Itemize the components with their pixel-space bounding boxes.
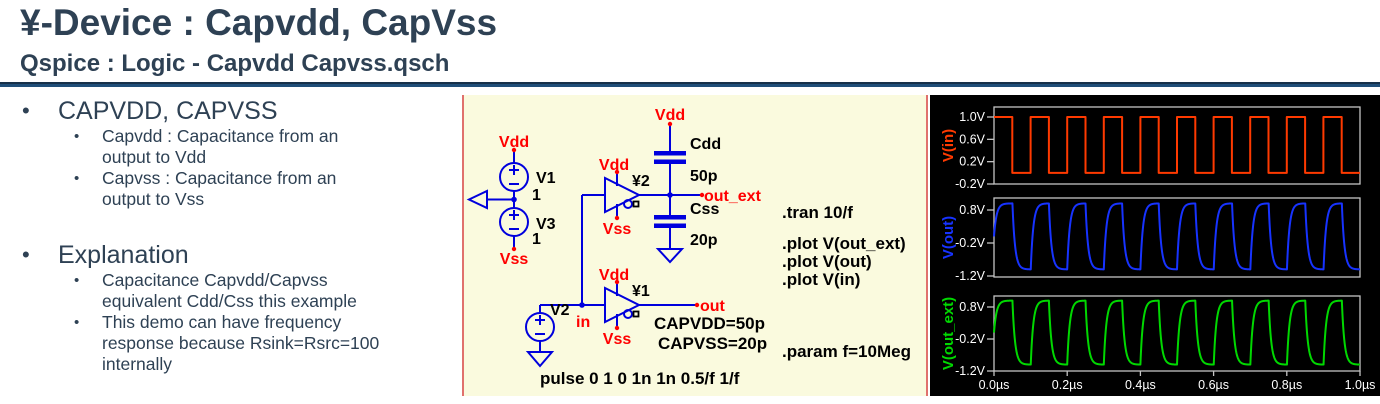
bullet-icon: • <box>74 128 80 145</box>
note-text: Capvss : Capacitance from an output to V… <box>102 168 337 209</box>
directive-plot-in: .plot V(in) <box>782 270 860 289</box>
ground-icon <box>525 351 555 368</box>
ground-icon <box>655 248 685 264</box>
bullet-icon: • <box>74 170 80 187</box>
value-v3: 1 <box>532 231 541 248</box>
net-label-vdd: Vdd <box>655 107 685 124</box>
waveform-plots: 1.0V0.6V0.2V-0.2VV(in)0.8V-0.2V-1.2VV(ou… <box>940 106 1376 392</box>
net-label-vdd: Vdd <box>599 267 629 284</box>
junction-dots <box>511 192 673 308</box>
net-label-out-ext: out_ext <box>704 188 762 205</box>
x-tick-label: 0.4µs <box>1125 378 1156 392</box>
y-tick-label: -1.2V <box>955 364 986 378</box>
bullet-icon: • <box>22 242 30 267</box>
trace-V(out) <box>993 202 1361 271</box>
y-tick-label: -0.2V <box>955 177 986 191</box>
note-text: Capacitance Capvdd/Capvss equivalent Cdd… <box>102 270 357 311</box>
ref-v2: V2 <box>550 302 570 319</box>
plot-frame <box>993 197 1361 278</box>
page-subtitle: Qspice : Logic - Capvdd Capvss.qsch <box>20 50 450 77</box>
bullet-icon: • <box>22 98 30 123</box>
net-label-out: out <box>700 298 726 315</box>
x-tick-label: 1.0µs <box>1345 378 1376 392</box>
enable-pin-squares <box>632 200 640 318</box>
title-underline <box>0 82 1380 87</box>
y-tick-label: -0.2V <box>955 332 986 346</box>
y-tick-label: 1.0V <box>959 110 985 124</box>
param-capvss: CAPVSS=20p <box>658 334 767 353</box>
y-tick-label: 0.8V <box>959 203 985 217</box>
net-label-in: in <box>576 314 590 331</box>
ref-v3: V3 <box>536 216 556 233</box>
ref-v1: V1 <box>536 170 556 187</box>
plot-frame <box>993 106 1361 185</box>
plot-V(out_ext): 0.8V -0.2V -1.2VV(out_ext) <box>940 295 1361 378</box>
value-css: 20p <box>690 232 718 249</box>
x-tick-label: 0.0µs <box>979 378 1010 392</box>
y-tick-label: -0.2V <box>955 236 986 250</box>
y-tick-label: 0.2V <box>959 155 985 169</box>
x-tick-label: 0.2µs <box>1052 378 1083 392</box>
note-text: Capvdd : Capacitance from an output to V… <box>102 126 339 167</box>
page-title: ¥-Device : Capvdd, CapVss <box>20 2 498 43</box>
cap-css-icon <box>654 215 686 220</box>
net-label-vss: Vss <box>603 331 632 348</box>
note-item: • This demo can have frequency response … <box>22 312 460 375</box>
x-tick-label: 0.8µs <box>1271 378 1302 392</box>
net-label-vss: Vss <box>500 251 529 268</box>
heading-text: CAPVDD, CAPVSS <box>58 97 278 125</box>
y-tick-label: 0.8V <box>959 300 985 314</box>
heading-text: Explanation <box>58 241 189 269</box>
ref-css: Css <box>690 201 719 218</box>
trace-V(in) <box>994 116 1360 174</box>
trace-name-V(out_ext): V(out_ext) <box>940 297 957 370</box>
ref-cdd: Cdd <box>690 136 721 153</box>
bullet-icon: • <box>74 272 80 289</box>
note-item: • Capvss : Capacitance from an output to… <box>22 168 460 210</box>
ground-left-icon <box>466 189 488 210</box>
ref-buf1: ¥1 <box>632 283 650 300</box>
note-item: • Capvdd : Capacitance from an output to… <box>22 126 460 168</box>
buffer-y2-icon <box>604 176 642 214</box>
directive-plot-out-ext: .plot V(out_ext) <box>782 234 906 253</box>
net-label-vdd: Vdd <box>499 134 529 151</box>
ref-buf2: ¥2 <box>632 173 650 190</box>
notes-heading-explanation: • Explanation <box>22 240 460 270</box>
trace-name-V(out): V(out) <box>940 216 957 259</box>
param-capvdd: CAPVDD=50p <box>654 314 765 333</box>
net-label-vss: Vss <box>603 221 632 238</box>
y-tick-label: 0.6V <box>959 132 985 146</box>
plot-V(in): 1.0V 0.6V 0.2V -0.2V V(in) <box>940 106 1361 191</box>
note-item: • Capacitance Capvdd/Capvss equivalent C… <box>22 270 460 312</box>
directive-tran: .tran 10/f <box>782 203 853 222</box>
x-tick-label: 0.6µs <box>1198 378 1229 392</box>
notes-heading-capvdd: • CAPVDD, CAPVSS <box>22 96 460 126</box>
note-text: This demo can have frequency response be… <box>102 312 380 374</box>
value-cdd: 50p <box>690 168 718 185</box>
value-v1: 1 <box>532 187 541 204</box>
trace-name-V(in): V(in) <box>940 129 957 162</box>
schematic-panel: Vdd Vss Vdd Vdd Vss Vdd Vss out_ext out … <box>462 95 928 396</box>
directive-plot-out: .plot V(out) <box>782 252 872 271</box>
directive-param: .param f=10Meg <box>782 342 911 361</box>
notes-column: • CAPVDD, CAPVSS • Capvdd : Capacitance … <box>22 96 460 375</box>
y-tick-label: -1.2V <box>955 269 986 283</box>
cap-cdd-icon <box>654 151 686 156</box>
plot-V(out): 0.8V -0.2V -1.2V V(out) <box>940 197 1361 283</box>
bullet-icon: • <box>74 314 80 331</box>
buffer-y1-icon <box>604 286 642 324</box>
plot-frame <box>993 295 1361 372</box>
capacitor-plates <box>654 151 686 228</box>
x-axis: 0.0µs 0.2µs 0.4µs 0.6µs 0.8µs 1.0µs <box>979 371 1376 392</box>
port-dots <box>511 121 705 331</box>
pulse-spec: pulse 0 1 0 1n 1n 0.5/f 1/f <box>540 369 740 388</box>
trace-V(out_ext) <box>993 299 1361 366</box>
schematic-drawing: Vdd Vss Vdd Vdd Vss Vdd Vss out_ext out … <box>466 107 911 388</box>
net-label-vdd: Vdd <box>599 157 629 174</box>
